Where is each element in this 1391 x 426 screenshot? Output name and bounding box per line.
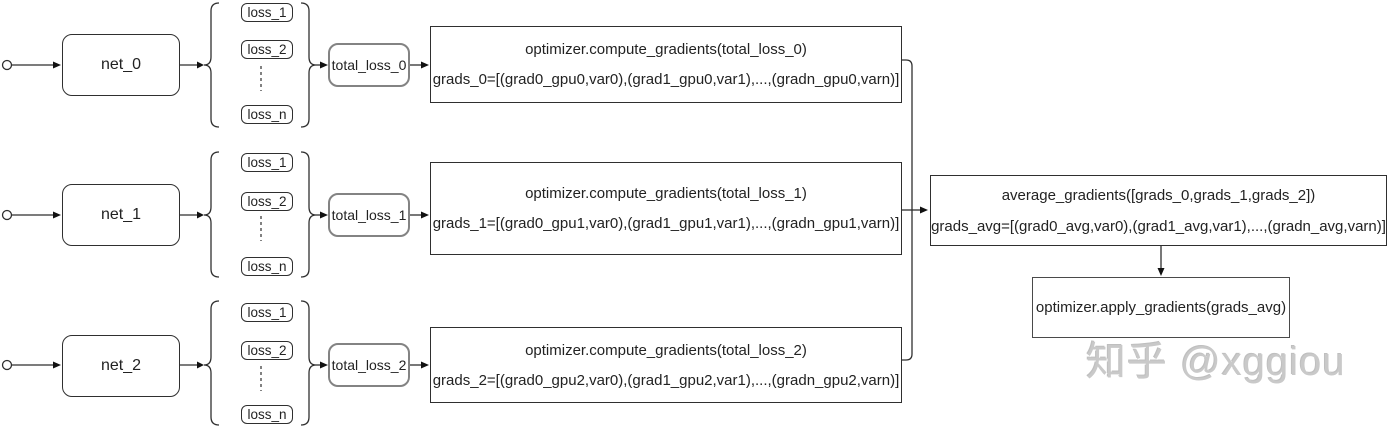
right-brace-row1 bbox=[300, 151, 317, 278]
loss-node: loss_n bbox=[241, 405, 293, 424]
net-node-2: net_2 bbox=[62, 335, 180, 397]
compute-gradients-node-2: optimizer.compute_gradients(total_loss_2… bbox=[430, 327, 902, 403]
net-node-1: net_1 bbox=[62, 184, 180, 246]
total-loss-node-1: total_loss_1 bbox=[328, 193, 410, 237]
grads-avg-result: grads_avg=[(grad0_avg,var0),(grad1_avg,v… bbox=[931, 217, 1386, 235]
input-node-0 bbox=[1, 59, 13, 71]
total-loss-label: total_loss_1 bbox=[331, 207, 407, 223]
average-gradients-node: average_gradients([grads_0,grads_1,grads… bbox=[930, 175, 1387, 246]
loss-label: loss_2 bbox=[247, 194, 287, 209]
loss-node: loss_n bbox=[241, 105, 293, 124]
compute-call: optimizer.compute_gradients(total_loss_1… bbox=[525, 185, 807, 202]
average-call: average_gradients([grads_0,grads_1,grads… bbox=[1001, 186, 1316, 204]
input-node-1 bbox=[1, 209, 13, 221]
compute-call: optimizer.compute_gradients(total_loss_0… bbox=[525, 41, 807, 58]
left-brace-row1 bbox=[203, 151, 220, 278]
grads-result: grads_1=[(grad0_gpu1,var0),(grad1_gpu1,v… bbox=[432, 215, 900, 232]
compute-gradients-node-0: optimizer.compute_gradients(total_loss_0… bbox=[430, 26, 902, 103]
grads-result: grads_2=[(grad0_gpu2,var0),(grad1_gpu2,v… bbox=[432, 371, 900, 389]
loss-label: loss_1 bbox=[247, 305, 287, 320]
net-label: net_0 bbox=[100, 56, 142, 73]
left-brace-row0 bbox=[203, 2, 220, 128]
zhihu-watermark: 知乎 @xggiou bbox=[1086, 340, 1346, 384]
loss-node: loss_n bbox=[241, 257, 293, 276]
apply-gradients-node: optimizer.apply_gradients(grads_avg) bbox=[1032, 277, 1290, 338]
loss-label: loss_2 bbox=[247, 343, 287, 358]
row1-arrows bbox=[12, 211, 429, 219]
loss-label: loss_1 bbox=[247, 155, 287, 170]
apply-call: optimizer.apply_gradients(grads_avg) bbox=[1035, 299, 1287, 316]
compute-gradients-node-1: optimizer.compute_gradients(total_loss_1… bbox=[430, 162, 902, 255]
loss-label: loss_n bbox=[247, 407, 287, 422]
left-brace-row2 bbox=[203, 300, 220, 426]
loss-group-braces bbox=[203, 2, 317, 426]
grads-result: grads_0=[(grad0_gpu0,var0),(grad1_gpu0,v… bbox=[432, 71, 900, 88]
avg-to-apply-arrow bbox=[1157, 246, 1165, 276]
net-node-0: net_0 bbox=[62, 34, 180, 96]
row2-arrows bbox=[12, 361, 429, 369]
input-node-2 bbox=[1, 359, 13, 371]
row0-arrows bbox=[12, 61, 429, 69]
total-loss-label: total_loss_0 bbox=[331, 57, 407, 73]
loss-label: loss_n bbox=[247, 107, 287, 122]
loss-node: loss_1 bbox=[241, 153, 293, 172]
loss-label: loss_1 bbox=[247, 5, 287, 20]
total-loss-node-2: total_loss_2 bbox=[328, 343, 410, 387]
loss-node: loss_1 bbox=[241, 303, 293, 322]
merge-bracket bbox=[902, 59, 928, 361]
loss-node: loss_2 bbox=[241, 341, 293, 360]
right-brace-row0 bbox=[300, 2, 317, 128]
right-brace-row2 bbox=[300, 300, 317, 426]
net-label: net_1 bbox=[100, 206, 142, 223]
loss-node: loss_2 bbox=[241, 40, 293, 59]
loss-node: loss_2 bbox=[241, 192, 293, 211]
compute-call: optimizer.compute_gradients(total_loss_2… bbox=[525, 341, 807, 359]
total-loss-node-0: total_loss_0 bbox=[328, 43, 410, 87]
loss-label: loss_n bbox=[247, 259, 287, 274]
loss-node: loss_1 bbox=[241, 3, 293, 22]
net-label: net_2 bbox=[100, 357, 142, 374]
total-loss-label: total_loss_2 bbox=[331, 357, 407, 373]
loss-label: loss_2 bbox=[247, 42, 287, 57]
